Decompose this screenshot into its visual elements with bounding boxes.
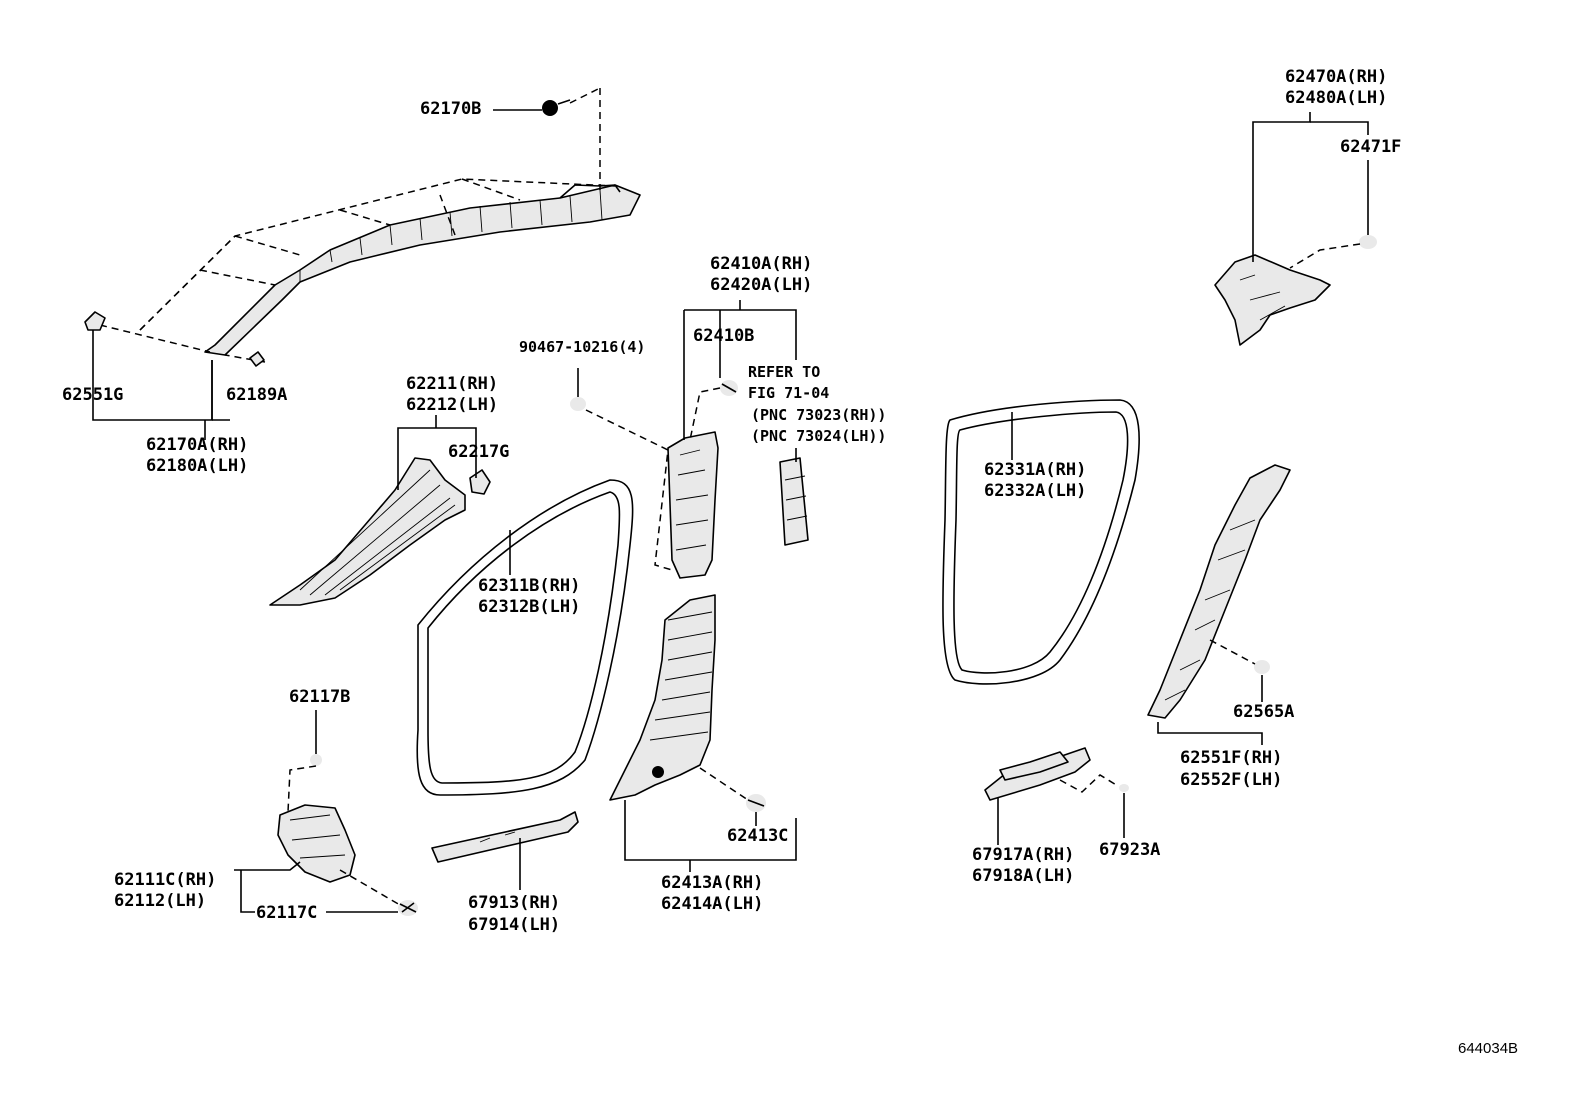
label-62565A[interactable]: 62565A (1233, 702, 1295, 722)
clip-67923A[interactable] (1119, 784, 1129, 792)
label-62414A[interactable]: 62414A(LH) (661, 894, 764, 914)
figure-id: 644034B (1458, 1040, 1519, 1057)
label-62117C[interactable]: 62117C (256, 903, 318, 923)
leaders-rear-scuff (997, 774, 1125, 845)
cowl-side-trim-part[interactable] (277, 804, 356, 883)
center-pillar-lower-part[interactable] (609, 594, 716, 801)
seat-belt-reference-part[interactable] (779, 457, 809, 546)
rear-scuff-plate-part[interactable] (984, 747, 1091, 801)
front-door-weatherstrip-part[interactable] (416, 479, 634, 796)
label-62471F[interactable]: 62471F (1340, 137, 1402, 157)
label-62170B[interactable]: 62170B (420, 99, 482, 119)
clip-62565A[interactable] (1254, 660, 1270, 674)
label-67913[interactable]: 67913(RH) (468, 893, 561, 913)
center-pillar-upper-part[interactable] (667, 431, 719, 579)
reference-line-1: REFER TO (748, 363, 821, 381)
label-62217G[interactable]: 62217G (448, 442, 510, 462)
leaders-top-right (1252, 112, 1369, 269)
roof-side-inner-garnish-part[interactable] (1214, 254, 1331, 346)
leaders-center-upper (577, 300, 797, 571)
clip-62117C[interactable] (398, 900, 418, 916)
front-pillar-garnish-part[interactable] (269, 457, 466, 606)
leaders-a-pillar (397, 415, 477, 490)
label-62180A[interactable]: 62180A(LH) (146, 456, 249, 476)
label-62212[interactable]: 62212(LH) (406, 395, 499, 415)
label-62413C[interactable]: 62413C (727, 826, 789, 846)
label-67918A[interactable]: 67918A(LH) (972, 866, 1075, 886)
label-62470A[interactable]: 62470A(RH) (1285, 67, 1388, 87)
clip-62217G[interactable] (469, 469, 491, 495)
label-62211[interactable]: 62211(RH) (406, 374, 499, 394)
label-67917A[interactable]: 67917A(RH) (972, 845, 1075, 865)
leaders-quarter (1157, 639, 1263, 745)
label-62312B[interactable]: 62312B(LH) (478, 597, 581, 617)
label-62170A[interactable]: 62170A(RH) (146, 435, 249, 455)
leaders-cowl (234, 710, 401, 913)
label-62111C[interactable]: 62111C(RH) (114, 870, 217, 890)
label-62410A[interactable]: 62410A(RH) (710, 254, 813, 274)
clip-62189A[interactable] (249, 351, 265, 367)
clip-90467[interactable] (570, 397, 586, 411)
clip-62410B[interactable] (720, 380, 738, 396)
label-62413A[interactable]: 62413A(RH) (661, 873, 764, 893)
clip-62551G[interactable] (84, 311, 106, 331)
label-62552F[interactable]: 62552F(LH) (1180, 770, 1283, 790)
reference-line-3: (PNC 73023(RH)) (751, 406, 887, 424)
label-62332A[interactable]: 62332A(LH) (984, 481, 1087, 501)
label-62117B[interactable]: 62117B (289, 687, 351, 707)
label-62420A[interactable]: 62420A(LH) (710, 275, 813, 295)
quarter-trim-part[interactable] (1147, 464, 1291, 719)
clip-62413C[interactable] (746, 794, 766, 812)
clip-62170B[interactable] (542, 99, 571, 116)
leaders-top-left (92, 109, 542, 440)
roof-side-garnish-part[interactable] (204, 184, 641, 356)
label-62189A[interactable]: 62189A (226, 385, 288, 405)
leaders-center-lower (624, 767, 797, 872)
label-62551G[interactable]: 62551G (62, 385, 124, 405)
label-62410B[interactable]: 62410B (693, 326, 755, 346)
label-62311B[interactable]: 62311B(RH) (478, 576, 581, 596)
reference-line-2: FIG 71-04 (748, 384, 830, 402)
label-67914[interactable]: 67914(LH) (468, 915, 561, 935)
label-62480A[interactable]: 62480A(LH) (1285, 88, 1388, 108)
clip-62471F[interactable] (1359, 235, 1377, 249)
label-62112[interactable]: 62112(LH) (114, 891, 207, 911)
reference-line-4: (PNC 73024(LH)) (751, 427, 887, 445)
front-scuff-plate-part[interactable] (431, 811, 579, 863)
label-62551F[interactable]: 62551F(RH) (1180, 748, 1283, 768)
rear-door-weatherstrip-part[interactable] (942, 399, 1140, 685)
clip-62117B[interactable] (310, 754, 322, 766)
label-67923A[interactable]: 67923A (1099, 840, 1161, 860)
label-90467[interactable]: 90467-10216(4) (519, 338, 646, 356)
label-62331A[interactable]: 62331A(RH) (984, 460, 1087, 480)
